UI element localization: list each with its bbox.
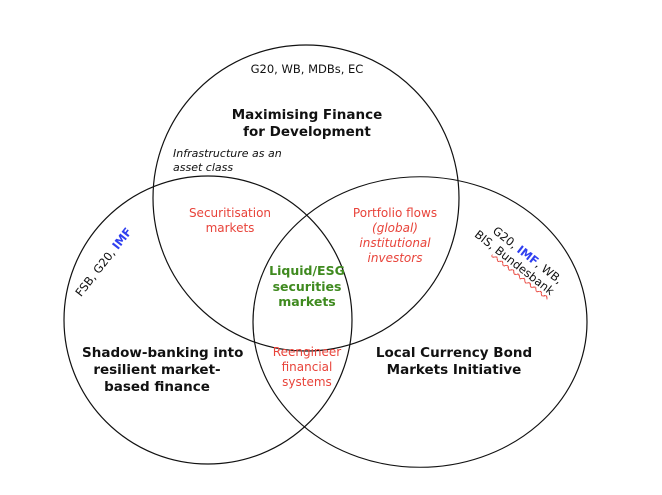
mfd-title-line: Maximising Finance bbox=[231, 107, 383, 123]
liquid-esg-securities-markets: Liquid/ESG securities markets bbox=[252, 263, 362, 310]
overlap-line: investors bbox=[367, 251, 423, 265]
overlap-line: Securitisation bbox=[188, 206, 272, 220]
shadow-title-line: Shadow-banking into bbox=[82, 345, 244, 361]
lcbm-title-line: Markets Initiative bbox=[386, 361, 522, 378]
overlap-line: Portfolio flows bbox=[352, 206, 438, 220]
infrastructure-note: Infrastructure as an asset class bbox=[173, 147, 282, 175]
overlap-line: Reengineer bbox=[272, 345, 342, 359]
mfd-actors: G20, WB, MDBs, EC bbox=[250, 62, 364, 76]
shadow-title: Shadow-banking into resilient market- ba… bbox=[82, 345, 244, 396]
overlap-line: systems bbox=[282, 375, 332, 389]
securitisation-markets: Securitisation markets bbox=[170, 206, 290, 236]
reengineer-financial-systems: Reengineer financial systems bbox=[262, 345, 352, 390]
overlap-line: financial bbox=[281, 360, 333, 374]
overlap-line: institutional bbox=[359, 236, 431, 250]
overlap-line: markets bbox=[205, 221, 255, 235]
shadow-title-line: resilient market- bbox=[93, 361, 221, 378]
shadow-title-line: based finance bbox=[104, 378, 210, 395]
mfd-title: Maximising Finance for Development bbox=[220, 107, 394, 141]
overlap-line: (global) bbox=[372, 221, 418, 235]
lcbm-title-line: Local Currency Bond bbox=[375, 345, 533, 361]
portfolio-flows: Portfolio flows (global) institutional i… bbox=[330, 206, 460, 266]
center-line: Liquid/ESG bbox=[269, 263, 345, 278]
circle-shadow-banking bbox=[63, 175, 353, 465]
mfd-title-line: for Development bbox=[243, 123, 371, 140]
circle-local-currency-bond bbox=[252, 176, 588, 468]
circle-mfd bbox=[152, 44, 460, 352]
note-line: Infrastructure as an bbox=[173, 147, 282, 160]
lcbm-title: Local Currency Bond Markets Initiative bbox=[372, 345, 536, 379]
note-line: asset class bbox=[173, 160, 234, 174]
center-line: markets bbox=[278, 294, 336, 310]
center-line: securities bbox=[272, 278, 342, 294]
